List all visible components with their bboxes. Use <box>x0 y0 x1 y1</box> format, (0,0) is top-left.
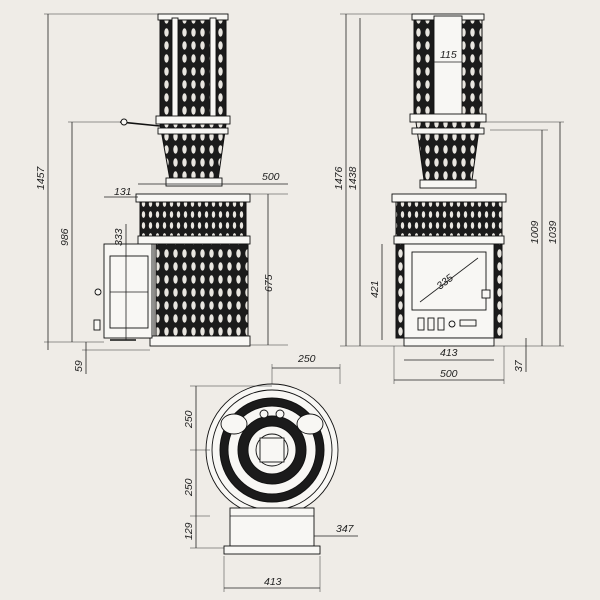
dim-tank-width: 131 <box>114 186 132 198</box>
top-ash-box <box>229 507 315 547</box>
pipe-ring <box>155 115 231 125</box>
dim-total-height: 1457 <box>35 165 47 190</box>
dim-leg-height: 59 <box>73 360 85 372</box>
top-handle-right <box>296 413 324 435</box>
front-upper-mesh <box>395 201 503 239</box>
dim-flue-offset: 250 <box>297 353 316 365</box>
side-base <box>149 335 251 347</box>
side-upper-mesh <box>139 201 247 239</box>
side-view: 1457 986 59 131 333 500 675 <box>35 13 288 374</box>
dim-right-height-b: 1039 <box>547 220 559 244</box>
dim-pipe-height: 986 <box>59 228 71 246</box>
dim-base-width: 413 <box>440 347 458 359</box>
top-base <box>223 545 321 555</box>
dim-depth-top: 250 <box>183 410 195 429</box>
dim-front-total-a: 1476 <box>333 166 345 190</box>
dim-body-height: 675 <box>263 274 275 292</box>
pipe-cap <box>157 13 229 21</box>
front-base <box>403 337 495 347</box>
top-view: 250 250 250 129 347 413 <box>183 353 358 592</box>
front-view: 1476 1438 115 1009 1039 421 335 413 500 … <box>333 13 564 384</box>
dim-front-total-b: 1438 <box>347 166 359 190</box>
dim-body-width: 500 <box>440 368 458 380</box>
dim-ash-width: 347 <box>336 523 355 535</box>
dim-heater-width: 500 <box>262 171 280 183</box>
side-top-plate <box>135 193 251 203</box>
dim-flue-width: 115 <box>440 49 457 61</box>
dim-depth-bottom: 129 <box>183 522 195 540</box>
flue-opening <box>433 15 463 117</box>
ash-vents <box>417 317 477 331</box>
top-handle-left <box>220 413 248 435</box>
dim-foot-height: 37 <box>513 359 525 372</box>
dim-door-height: 421 <box>369 280 381 298</box>
dim-door-height: 333 <box>113 228 125 246</box>
side-lower-mesh <box>155 243 249 339</box>
dim-depth-mid: 250 <box>183 478 195 497</box>
dim-right-height-a: 1009 <box>529 220 541 244</box>
dim-top-base-width: 413 <box>264 576 282 588</box>
